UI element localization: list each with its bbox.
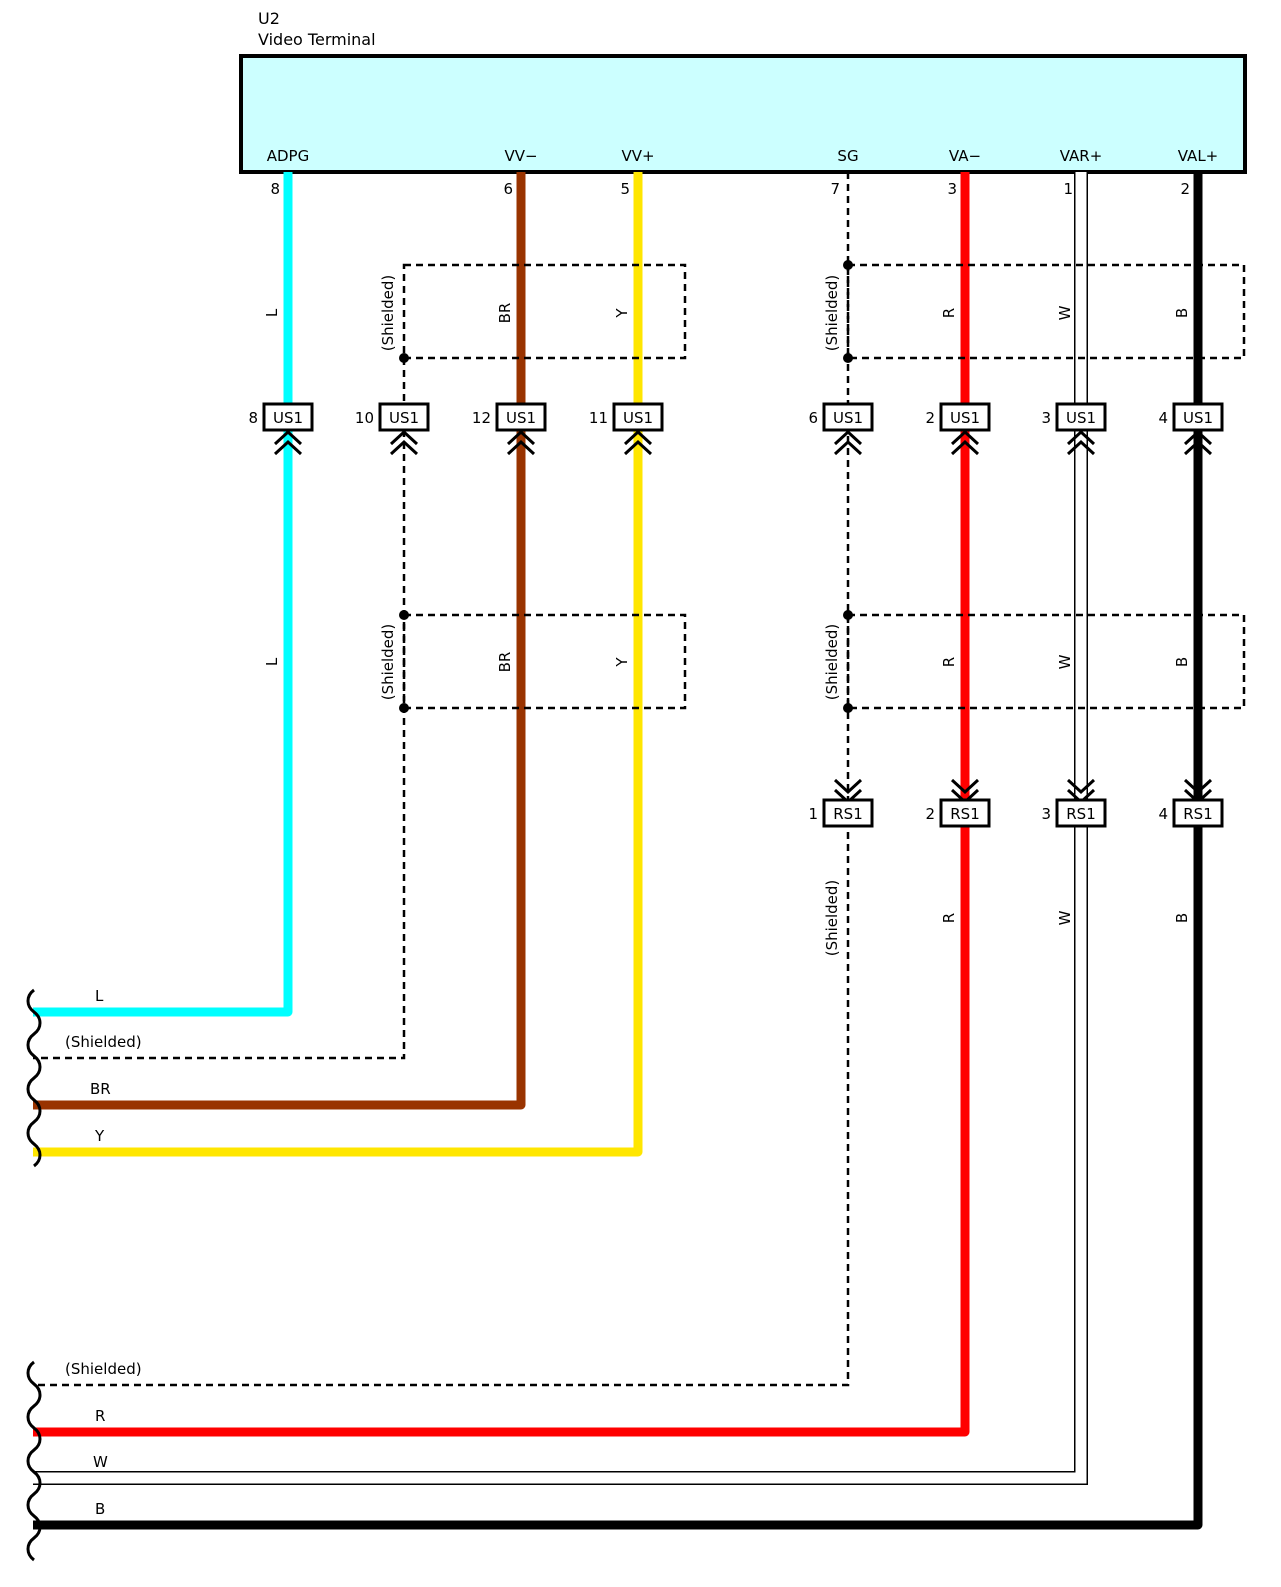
- connector-us1-3: US1 3: [1041, 402, 1107, 456]
- svg-text:RS1: RS1: [833, 805, 863, 823]
- connector-rs1-3: RS1 3: [1041, 778, 1107, 828]
- wire-b: [33, 172, 1203, 1530]
- svg-text:US1: US1: [833, 409, 863, 427]
- wire-y: [33, 172, 643, 1157]
- shield-box-mid-left: [399, 610, 687, 713]
- label-br-top: BR: [496, 303, 514, 324]
- left-label-b: B: [95, 1500, 105, 1518]
- svg-text:US1: US1: [1066, 409, 1096, 427]
- connector-us1-10: US1 10: [355, 402, 430, 456]
- svg-text:RS1: RS1: [1183, 805, 1213, 823]
- component-name: Video Terminal: [258, 30, 376, 49]
- label-b-mid: B: [1173, 657, 1191, 667]
- pin-vv-minus: 6: [503, 180, 513, 198]
- svg-text:US1: US1: [623, 409, 653, 427]
- svg-text:US1: US1: [950, 409, 980, 427]
- label-w-mid: W: [1056, 654, 1074, 669]
- label-shielded-mid-right: (Shielded): [823, 624, 841, 701]
- label-w-top: W: [1056, 305, 1074, 320]
- us1-pin-3: 3: [1041, 409, 1051, 427]
- us1-pin-4: 4: [1158, 409, 1168, 427]
- left-label-br: BR: [90, 1080, 111, 1098]
- wire-r: [33, 172, 970, 1437]
- left-label-shielded-2: (Shielded): [65, 1360, 142, 1378]
- connector-us1-11: US1 11: [589, 402, 664, 456]
- terminal-vv-minus: VV−: [504, 147, 537, 165]
- label-shielded-mid-left: (Shielded): [379, 624, 397, 701]
- terminal-vv-plus: VV+: [621, 147, 654, 165]
- connector-us1-12: US1 12: [472, 402, 547, 456]
- svg-text:US1: US1: [1183, 409, 1213, 427]
- label-shielded-top-right: (Shielded): [823, 275, 841, 352]
- us1-pin-6: 6: [808, 409, 818, 427]
- shield-box-top-left: [399, 263, 687, 363]
- connector-us1-6: US1 6: [808, 402, 874, 456]
- svg-text:RS1: RS1: [950, 805, 980, 823]
- terminal-adpg: ADPG: [267, 147, 309, 165]
- video-terminal-box: [239, 54, 1247, 174]
- label-l-mid: L: [263, 657, 281, 666]
- label-y-top: Y: [613, 308, 631, 319]
- us1-pin-8: 8: [248, 409, 258, 427]
- pin-sg: 7: [830, 180, 840, 198]
- us1-pin-2: 2: [925, 409, 935, 427]
- connector-rs1-1: RS1 1: [808, 778, 874, 828]
- label-l-top: L: [263, 308, 281, 317]
- label-r-mid: R: [940, 657, 958, 667]
- us1-pin-12: 12: [472, 409, 491, 427]
- label-r-top: R: [940, 308, 958, 318]
- rs1-pin-4: 4: [1158, 805, 1168, 823]
- label-y-mid: Y: [613, 657, 631, 668]
- wire-w: [33, 172, 1088, 1485]
- rs1-pin-1: 1: [808, 805, 818, 823]
- wire-br: [33, 172, 526, 1110]
- terminal-va-minus: VA−: [949, 147, 981, 165]
- wire-sg-shield: [33, 172, 850, 1387]
- rs1-pin-2: 2: [925, 805, 935, 823]
- pin-adpg: 8: [270, 180, 280, 198]
- left-label-shielded-1: (Shielded): [65, 1033, 142, 1051]
- us1-pin-10: 10: [355, 409, 374, 427]
- terminal-var-plus: VAR+: [1060, 147, 1103, 165]
- svg-text:RS1: RS1: [1066, 805, 1096, 823]
- left-label-l: L: [95, 987, 104, 1005]
- left-label-r: R: [95, 1407, 105, 1425]
- pin-va-minus: 3: [947, 180, 957, 198]
- wire-l: [33, 172, 293, 1017]
- label-shielded-top-left: (Shielded): [379, 275, 397, 352]
- connector-rs1-4: RS1 4: [1158, 778, 1224, 828]
- pin-vv-plus: 5: [620, 180, 630, 198]
- connector-rs1-2: RS1 2: [925, 778, 991, 828]
- label-b-top: B: [1173, 308, 1191, 318]
- label-br-mid: BR: [496, 652, 514, 673]
- connector-us1-2: US1 2: [925, 402, 991, 456]
- break-mark-upper: [26, 988, 42, 1168]
- label-w-lower: W: [1056, 910, 1074, 925]
- connector-us1-8: US1 8: [248, 402, 314, 456]
- wire-vv-shield: [33, 358, 406, 1060]
- shield-box-mid-right: [843, 610, 1246, 713]
- label-r-lower: R: [940, 913, 958, 923]
- us1-pin-11: 11: [589, 409, 608, 427]
- pin-var-plus: 1: [1063, 180, 1073, 198]
- left-label-y: Y: [94, 1127, 105, 1145]
- pin-val-plus: 2: [1180, 180, 1190, 198]
- component-id: U2: [258, 9, 280, 28]
- svg-text:US1: US1: [273, 409, 303, 427]
- label-shielded-lower: (Shielded): [823, 880, 841, 957]
- break-mark-lower: [26, 1360, 42, 1562]
- shield-box-top-right: [843, 260, 1246, 363]
- label-b-lower: B: [1173, 913, 1191, 923]
- terminal-sg: SG: [837, 147, 858, 165]
- terminal-val-plus: VAL+: [1178, 147, 1219, 165]
- svg-text:US1: US1: [506, 409, 536, 427]
- left-label-w: W: [93, 1453, 108, 1471]
- svg-text:US1: US1: [389, 409, 419, 427]
- wire-w-fill: [33, 172, 1087, 1484]
- rs1-pin-3: 3: [1041, 805, 1051, 823]
- connector-us1-4: US1 4: [1158, 402, 1224, 456]
